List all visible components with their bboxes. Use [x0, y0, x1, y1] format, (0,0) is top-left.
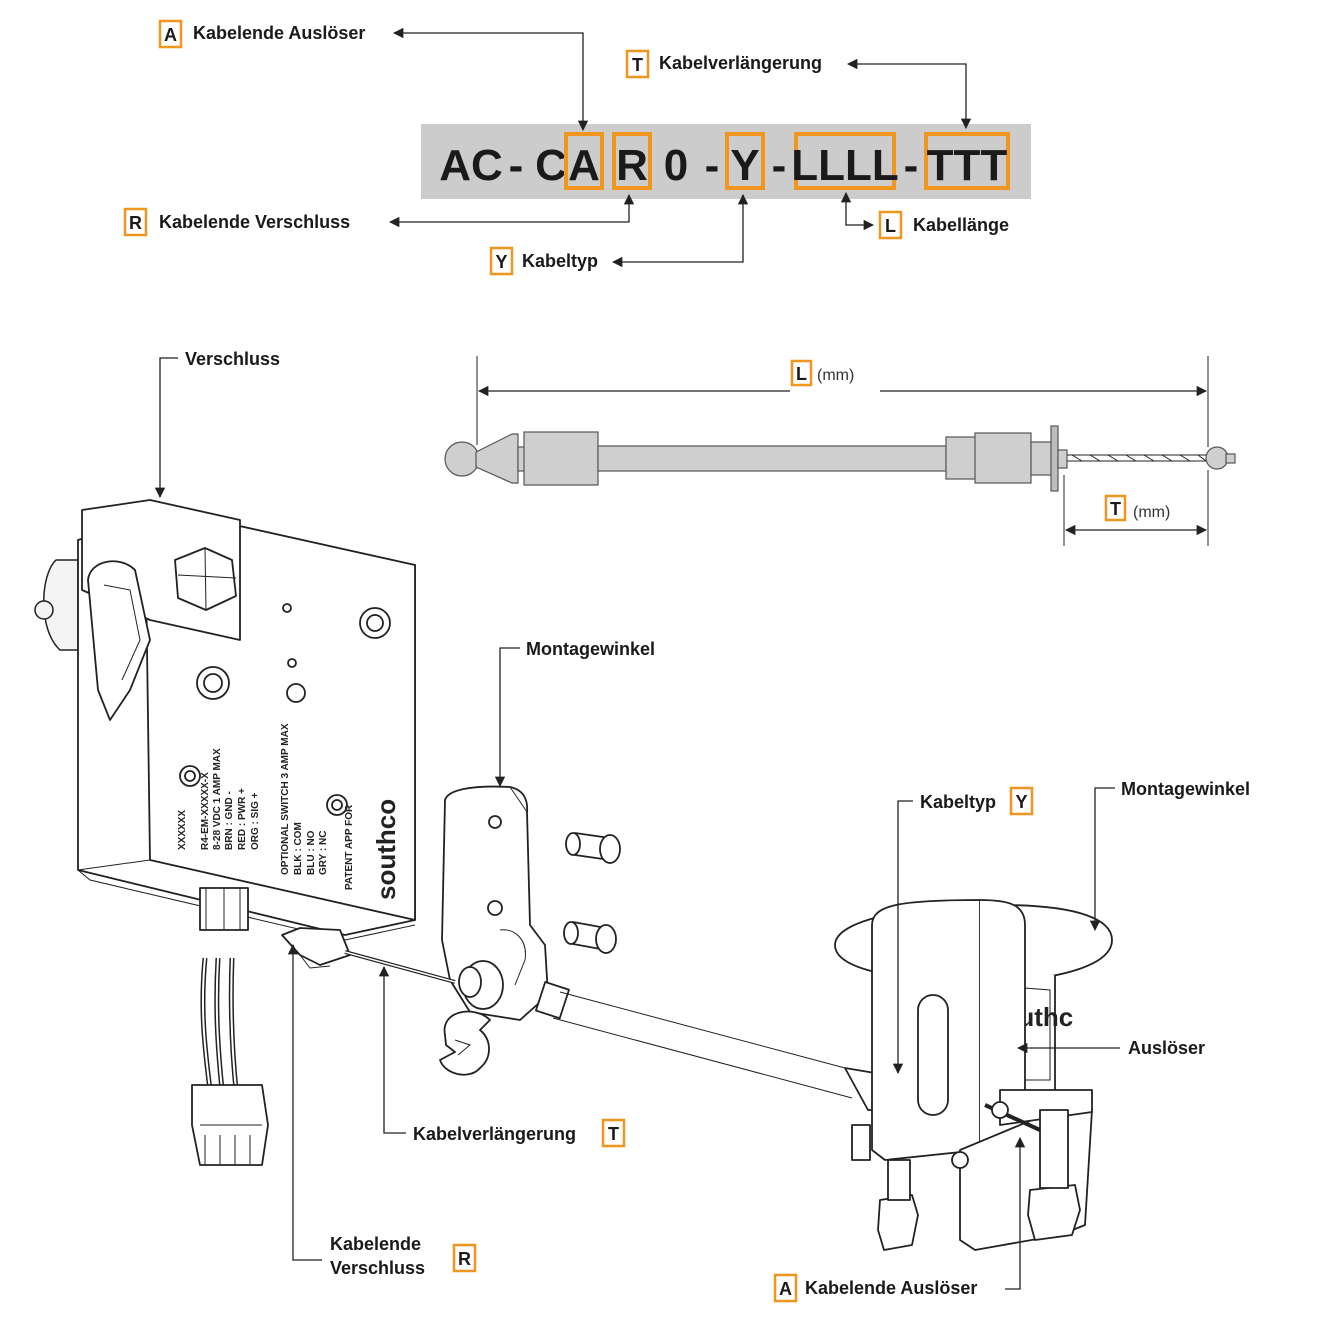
- lock-print-line: GRY : NC: [318, 831, 329, 875]
- svg-text:Y: Y: [1015, 792, 1027, 812]
- svg-text:Y: Y: [495, 252, 507, 272]
- code-box-a: [564, 132, 604, 190]
- code-box-y: [725, 132, 765, 190]
- svg-text:L: L: [796, 364, 807, 384]
- svg-text:A: A: [164, 25, 177, 45]
- svg-text:R: R: [458, 1249, 471, 1269]
- lock-print-line: RED : PWR +: [237, 788, 248, 850]
- label-ausloeser: Auslöser: [1128, 1038, 1205, 1058]
- svg-text:Kabelende Auslöser: Kabelende Auslöser: [805, 1278, 977, 1298]
- svg-text:T: T: [632, 55, 643, 75]
- label-verschluss: Verschluss: [185, 349, 280, 369]
- code-segment: Y: [730, 141, 759, 190]
- label-kabellaenge-top: Kabellänge: [913, 215, 1009, 235]
- lock-print-line: BRN : GND -: [224, 791, 235, 850]
- callout-kabelende-verschluss-lower: Kabelende Verschluss R: [330, 1234, 477, 1278]
- code-segment: LLLL: [791, 141, 899, 190]
- code-segment: C: [535, 141, 567, 190]
- code-segment: AC: [439, 141, 503, 190]
- code-segment: 0: [664, 141, 688, 190]
- label-montagewinkel-middle: Montagewinkel: [526, 639, 655, 659]
- cable-sheath: [597, 445, 947, 472]
- svg-text:T: T: [608, 1124, 619, 1144]
- mounting-bracket-middle: [439, 785, 621, 1076]
- lock-print-line: 8-28 VDC 1 AMP MAX: [212, 748, 223, 850]
- lock-print-line: R4-EM-XXXXX-X: [200, 772, 211, 850]
- code-segment: TTT: [927, 141, 1008, 190]
- callout-kabelende-ausloeser-lower: A Kabelende Auslöser: [773, 1273, 977, 1303]
- lock-print-line: BLU : NO: [306, 830, 317, 875]
- dim-t-unit: (mm): [1133, 504, 1170, 521]
- callout-kabelende-verschluss-top: R Kabelende Verschluss: [123, 207, 350, 237]
- code-segment: A: [568, 141, 600, 190]
- lower-callout-lines: [154, 357, 1120, 1290]
- callout-kabelverlaengerung-top: T Kabelverlängerung: [625, 49, 822, 79]
- callout-kabelverlaengerung-lower: Kabelverlängerung T: [413, 1118, 626, 1148]
- code-box-llll: [794, 132, 896, 190]
- code-box-ttt: [924, 132, 1010, 190]
- callout-kabeltyp-top: Y Kabeltyp: [489, 246, 598, 276]
- label-kabeltyp-top: Kabeltyp: [522, 251, 598, 271]
- code-segment: -: [705, 141, 720, 190]
- label-kabelverlaengerung-top: Kabelverlängerung: [659, 53, 822, 73]
- svg-text:A: A: [779, 1279, 792, 1299]
- cable-ball-end-right: [1205, 446, 1229, 470]
- lock-print-line: OPTIONAL SWITCH 3 AMP MAX: [280, 723, 291, 875]
- lock-brand: southco: [371, 799, 401, 900]
- svg-text:Kabeltyp: Kabeltyp: [920, 792, 996, 812]
- code-segment: R: [616, 141, 648, 190]
- code-segment: -: [772, 141, 787, 190]
- cable-ball-end-left: [444, 441, 480, 477]
- lock-print-line: ORG : SIG +: [250, 792, 261, 850]
- lock-print-line: BLK : COM: [293, 822, 304, 875]
- svg-text:Kabelende: Kabelende: [330, 1234, 421, 1254]
- code-callout-lines: [388, 27, 972, 268]
- svg-text:Kabelverlängerung: Kabelverlängerung: [413, 1124, 576, 1144]
- actuator-assembly: southc: [834, 899, 1113, 1251]
- code-box-r: [612, 132, 652, 190]
- cable-run: [344, 950, 957, 1117]
- svg-text:Verschluss: Verschluss: [330, 1258, 425, 1278]
- callout-kabeltyp-lower: Kabeltyp Y: [920, 786, 1034, 816]
- label-montagewinkel-right: Montagewinkel: [1121, 779, 1250, 799]
- svg-text:L: L: [885, 216, 896, 236]
- code-segment: -: [904, 141, 919, 190]
- lock-print-line: PATENT APP FOR: [344, 804, 355, 890]
- code-segment: -: [509, 141, 524, 190]
- label-kabelende-verschluss-top: Kabelende Verschluss: [159, 212, 350, 232]
- lock-print-line: XXXXXX: [177, 810, 188, 850]
- svg-text:T: T: [1110, 499, 1121, 519]
- callout-kabelende-ausloeser-top: A Kabelende Auslöser: [158, 19, 365, 49]
- cable-detail: L (mm) T (mm): [444, 356, 1236, 546]
- dim-l-badge: [790, 359, 813, 387]
- callout-kabellaenge-top: L Kabellänge: [878, 210, 1009, 240]
- dim-l-unit: (mm): [817, 367, 854, 384]
- label-kabelende-ausloeser-top: Kabelende Auslöser: [193, 23, 365, 43]
- dim-t-badge: [1104, 494, 1127, 522]
- svg-text:R: R: [129, 213, 142, 233]
